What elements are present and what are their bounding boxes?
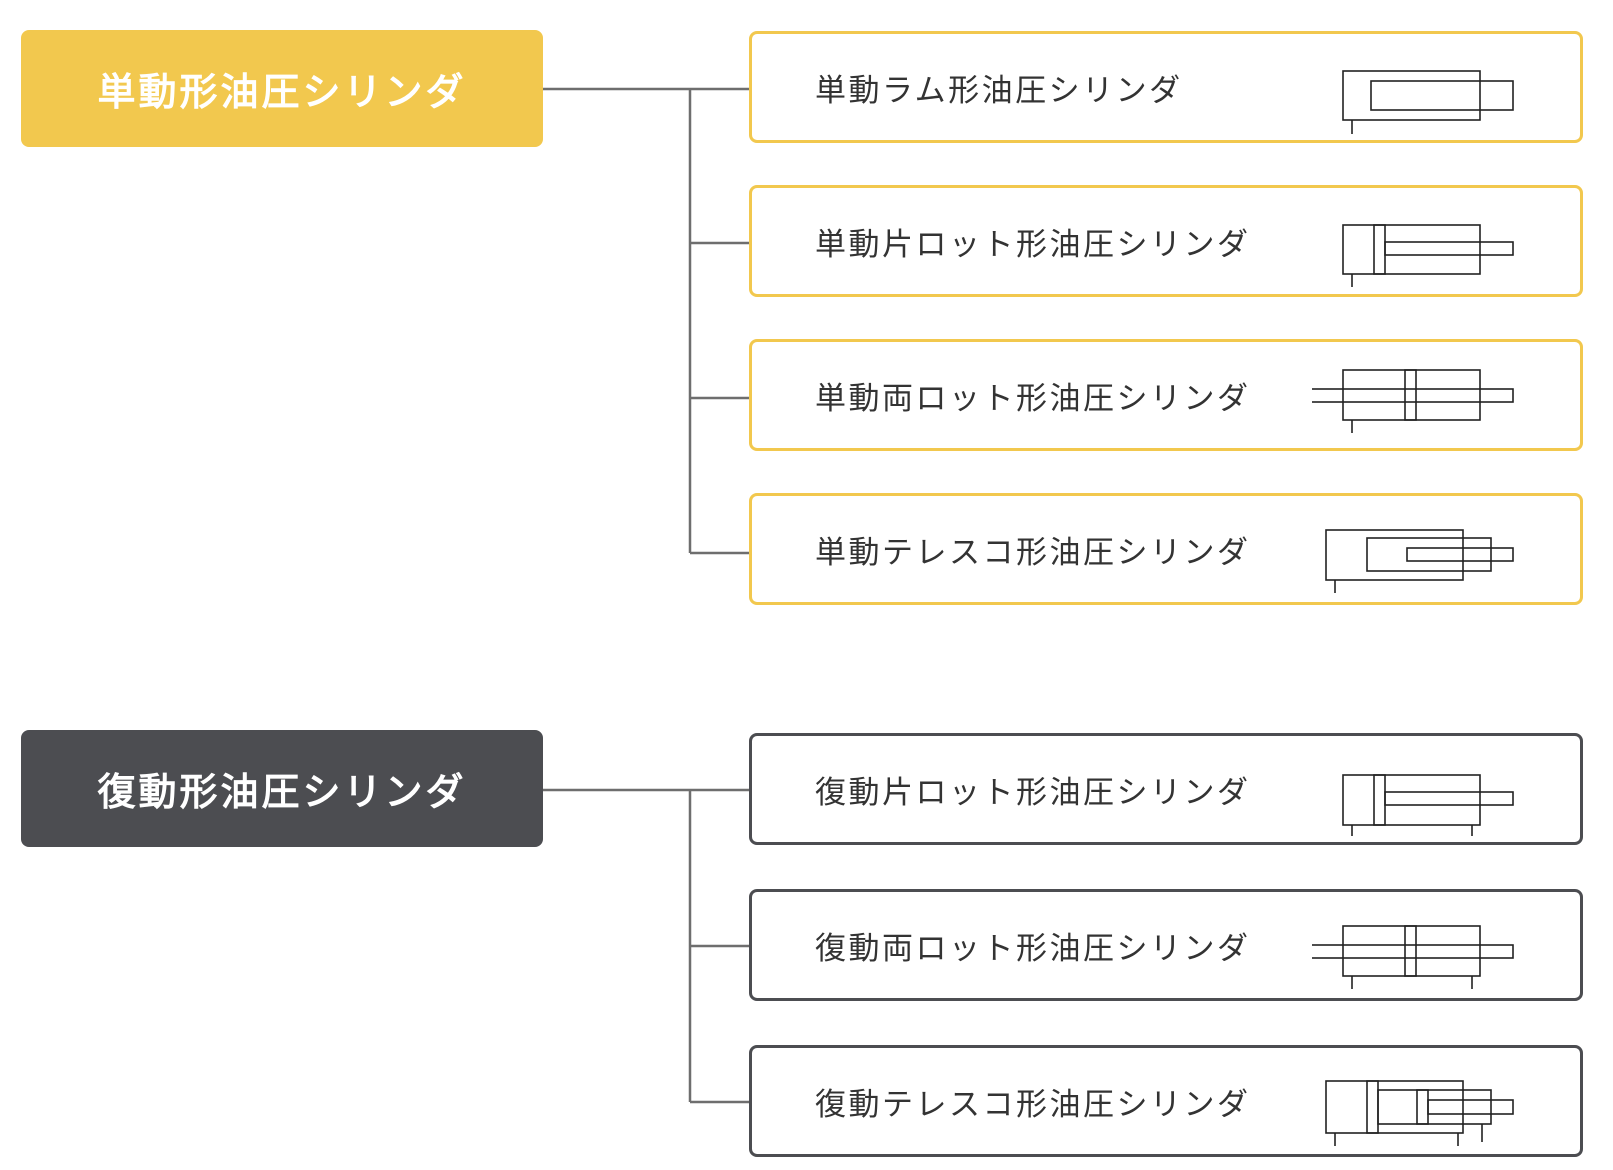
telescopic-cylinder-icon <box>1325 529 1514 593</box>
double-acting-double-rod-cylinder-node: 復動両ロット形油圧シリンダ <box>749 889 1583 1001</box>
node-label: 単動ラム形油圧シリンダ <box>815 72 1183 109</box>
single-acting-double-rod-cylinder-node: 単動両ロット形油圧シリンダ <box>749 339 1583 451</box>
node-label: 単動片ロット形油圧シリンダ <box>815 226 1251 263</box>
single-acting-group: 単動形油圧シリンダ 単動ラム形油圧シリンダ 単動片ロット形油圧シリンダ 単動両ロ… <box>21 30 1583 605</box>
double-acting-single-rod-cylinder-node: 復動片ロット形油圧シリンダ <box>749 733 1583 845</box>
double-acting-telescopic-cylinder-node: 復動テレスコ形油圧シリンダ <box>749 1045 1583 1157</box>
single-acting-single-rod-cylinder-node: 単動片ロット形油圧シリンダ <box>749 185 1583 297</box>
single-acting-cylinder-node: 単動形油圧シリンダ <box>21 30 543 147</box>
double-acting-group: 復動形油圧シリンダ 復動片ロット形油圧シリンダ 復動両ロット形油圧シリンダ 復動… <box>0 700 1613 1170</box>
double-rod-cylinder-icon <box>1312 369 1514 433</box>
node-label: 復動テレスコ形油圧シリンダ <box>815 1086 1251 1123</box>
node-label: 復動片ロット形油圧シリンダ <box>815 774 1251 811</box>
node-label: 単動テレスコ形油圧シリンダ <box>815 534 1251 571</box>
node-label: 単動両ロット形油圧シリンダ <box>815 380 1251 417</box>
single-rod-cylinder-icon <box>1342 774 1514 836</box>
telescopic-cylinder-icon <box>1325 1080 1514 1146</box>
single-acting-telescopic-cylinder-node: 単動テレスコ形油圧シリンダ <box>749 493 1583 605</box>
double-acting-cylinder-node: 復動形油圧シリンダ <box>21 730 543 847</box>
single-acting-ram-cylinder-node: 単動ラム形油圧シリンダ <box>749 31 1583 143</box>
double-rod-cylinder-icon <box>1312 925 1514 989</box>
single-rod-cylinder-icon <box>1342 224 1514 287</box>
node-label: 復動両ロット形油圧シリンダ <box>815 930 1251 967</box>
ram-cylinder-icon <box>1342 70 1514 134</box>
